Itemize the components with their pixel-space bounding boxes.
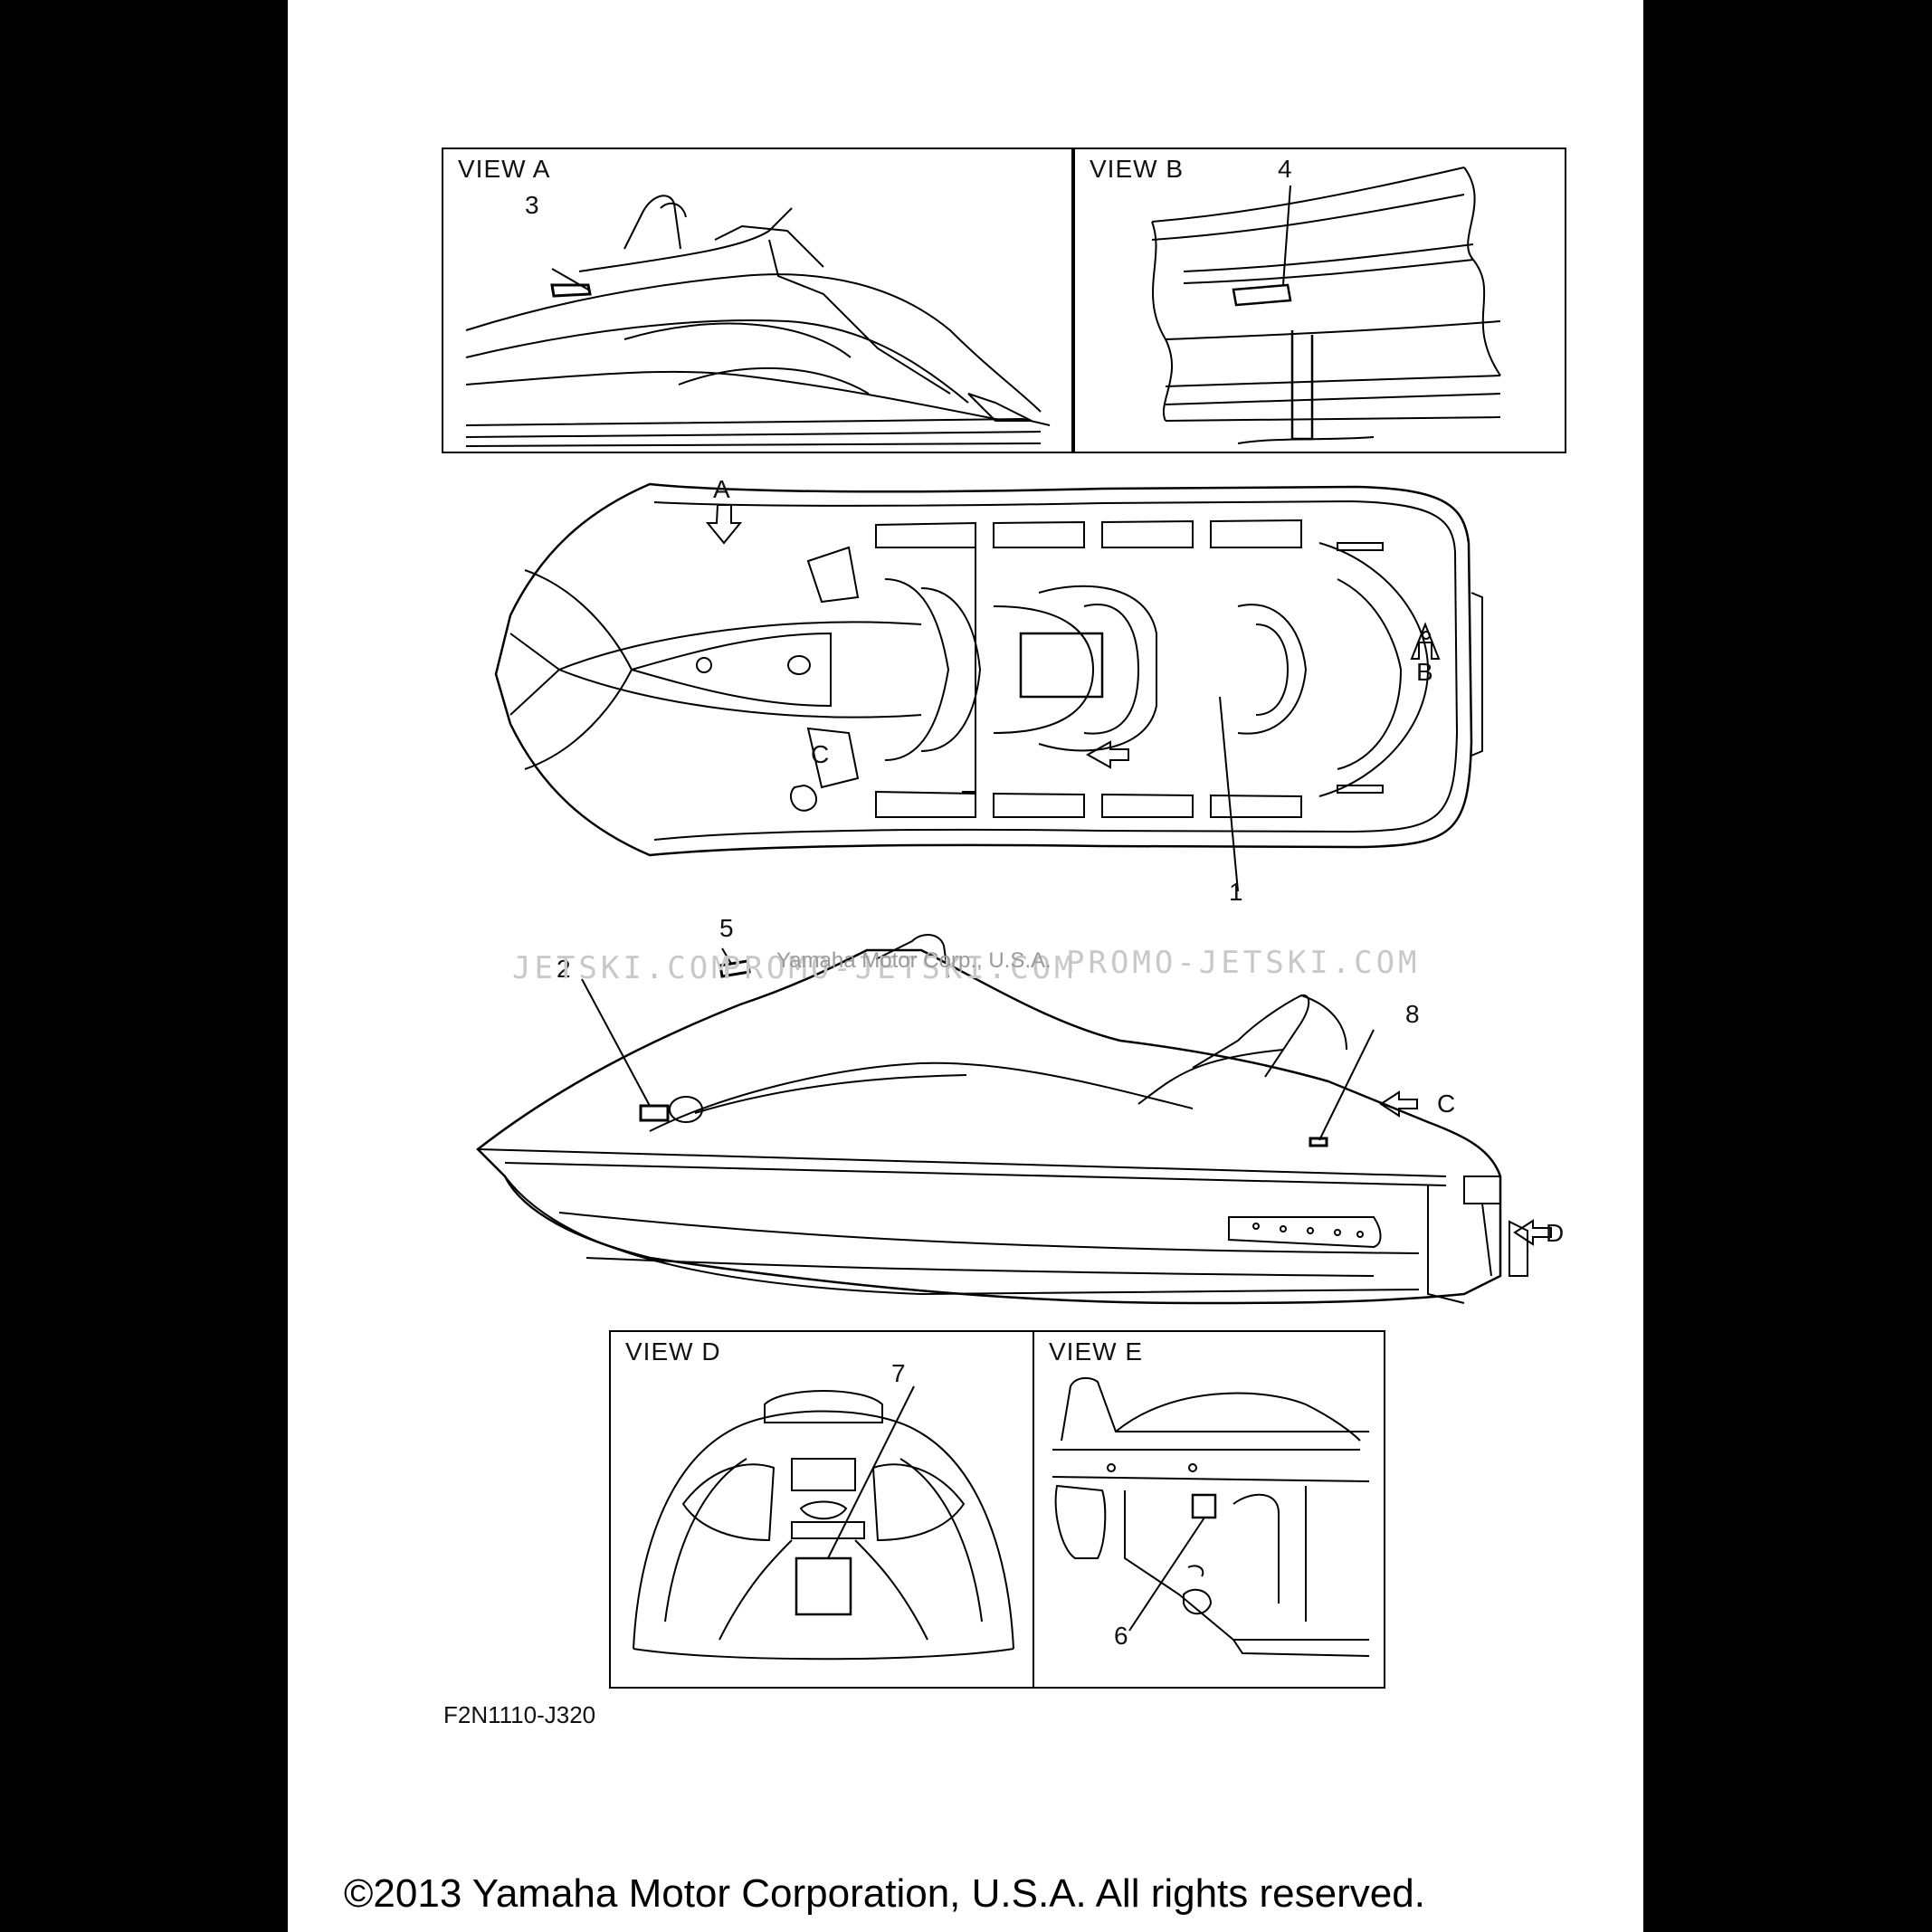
arrow-label-b: B <box>1416 658 1433 686</box>
figure-code: F2N1110-J320 <box>443 1701 596 1728</box>
craft-drawings <box>476 482 1552 1305</box>
arrow-label-c-side: C <box>1437 1090 1456 1118</box>
view-e-drawing <box>1052 1376 1370 1657</box>
callout-2: 2 <box>557 955 571 983</box>
callout-7: 7 <box>891 1359 906 1387</box>
view-a-title: VIEW A <box>458 155 551 183</box>
callout-5: 5 <box>719 914 734 942</box>
side-view-arrows <box>1379 1090 1552 1246</box>
callout-6: 6 <box>1114 1622 1128 1650</box>
watermark-overlay: Yamaha Motor Corp., U.S.A. <box>776 948 1052 973</box>
view-b-title: VIEW B <box>1090 155 1185 183</box>
view-b-panel: VIEW B 4 <box>1073 148 1566 453</box>
page: VIEW A 3 VIEW B 4 <box>288 0 1643 1932</box>
view-e-title: VIEW E <box>1049 1337 1144 1366</box>
callout-3: 3 <box>525 191 539 219</box>
top-view-hull <box>494 482 1483 892</box>
copyright-notice: ©2013 Yamaha Motor Corporation, U.S.A. A… <box>344 1871 1425 1916</box>
callout-8: 8 <box>1405 1000 1420 1028</box>
watermark-center: PROMO-JETSKI.COM <box>722 950 1077 986</box>
watermark-right: PROMO-JETSKI.COM <box>1066 945 1421 981</box>
view-e-panel: VIEW E 6 <box>1033 1330 1385 1689</box>
arrow-label-d: D <box>1546 1219 1565 1247</box>
view-b-drawing <box>1151 167 1501 444</box>
arrow-label-a: A <box>713 475 730 503</box>
watermark-left: JETSKI.COM <box>512 950 734 986</box>
view-d-panel: VIEW D 7 <box>609 1330 1034 1689</box>
view-d-title: VIEW D <box>625 1337 721 1366</box>
side-view-hull <box>476 934 1528 1305</box>
view-d-drawing <box>633 1385 1014 1661</box>
view-a-panel: VIEW A 3 <box>442 148 1073 453</box>
view-a-drawing <box>465 195 1051 447</box>
top-view-arrows <box>705 504 1441 769</box>
arrow-label-c: C <box>811 740 830 768</box>
callout-1: 1 <box>1229 878 1243 906</box>
callout-4: 4 <box>1278 155 1292 183</box>
